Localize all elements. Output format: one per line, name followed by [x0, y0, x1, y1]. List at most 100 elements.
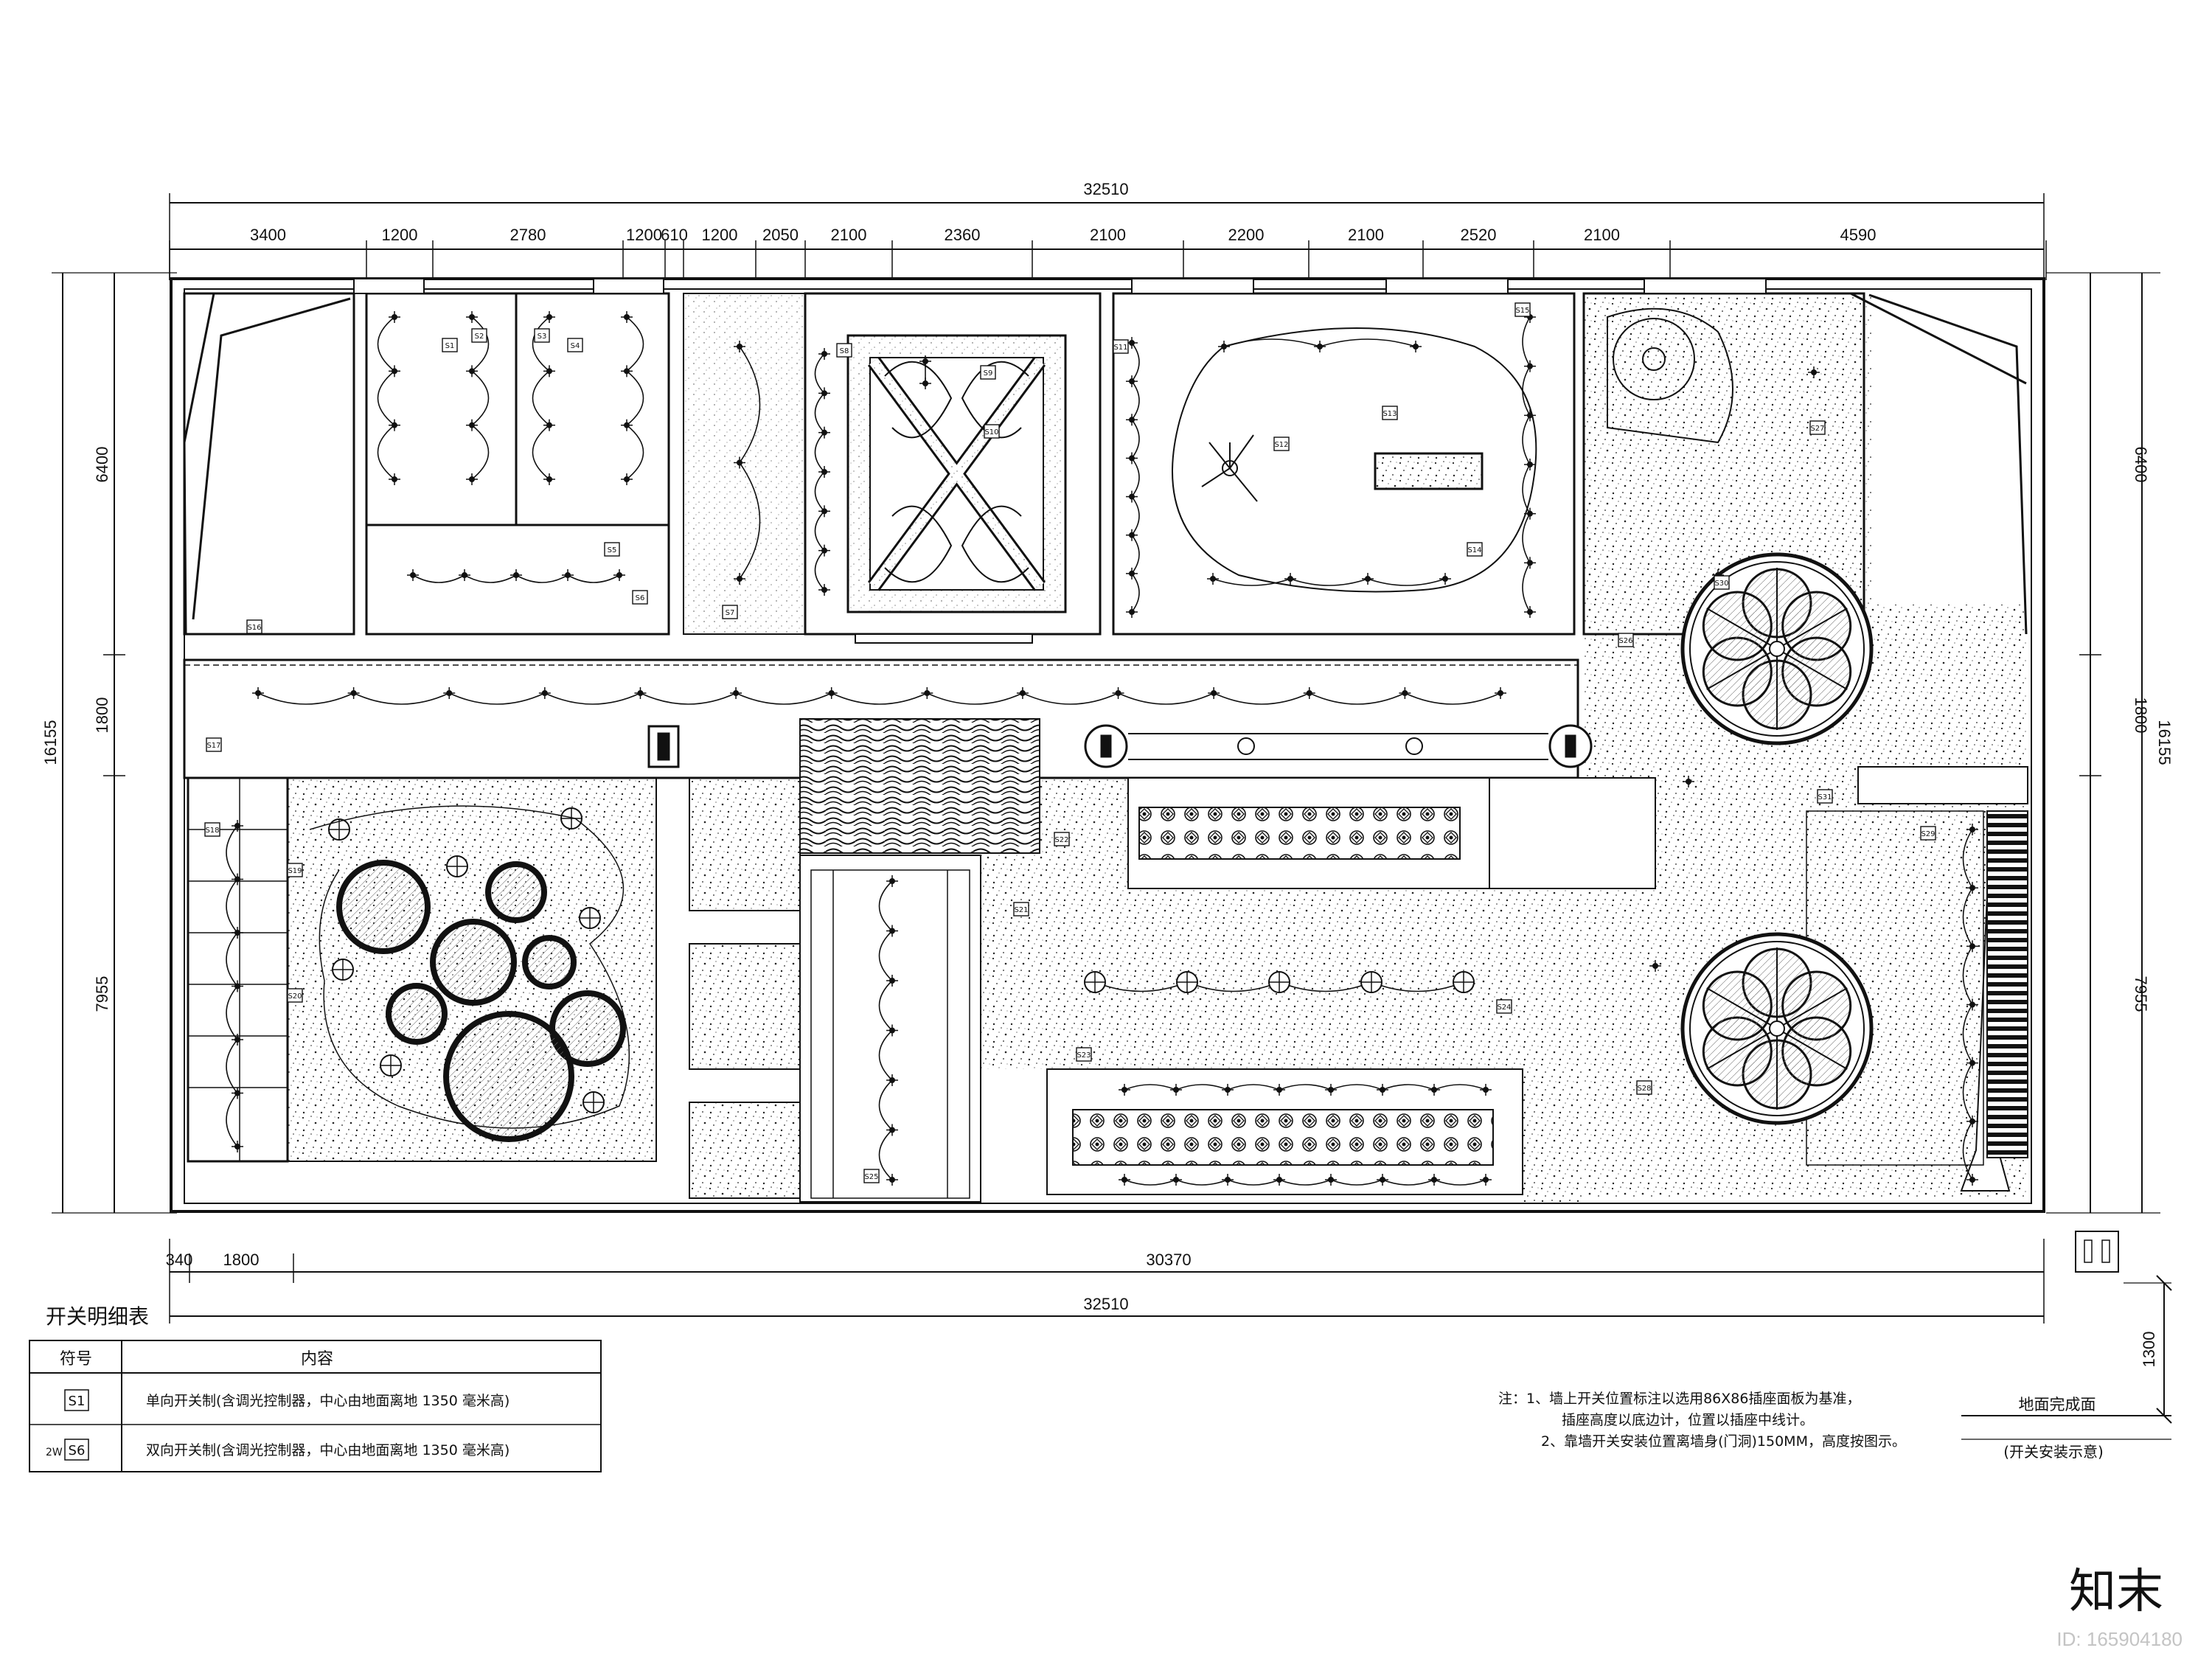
dim-bottom-2: 1800: [223, 1251, 260, 1269]
switch-tag-label: S10: [984, 428, 998, 437]
round-feature-top-right: [1607, 307, 1733, 444]
dim-top-segment: 1200: [626, 226, 662, 244]
dim-bottom-3: 30370: [1146, 1251, 1191, 1269]
switch-tag-label: S3: [538, 333, 547, 341]
switch-tag-label: S25: [864, 1173, 878, 1181]
switch-tag: S30: [1714, 575, 1730, 590]
switch-tag: S23: [1076, 1047, 1092, 1062]
bottom-dimensions: 340 1800 30370 32510: [166, 1239, 2045, 1324]
dim-left-2: 1800: [93, 698, 111, 734]
switch-tag: S2: [471, 328, 487, 343]
switch-tag: S5: [604, 542, 620, 557]
switch-tag: S19: [287, 863, 303, 877]
switch-tag-label: S15: [1515, 307, 1529, 315]
switch-tag-label: S11: [1113, 344, 1127, 352]
switch-tag-label: S7: [726, 609, 735, 617]
switch-tag: S11: [1113, 339, 1129, 354]
corridor-pillars: [647, 724, 1593, 768]
legend-row2-content: 双向开关制(含调光控制器，中心由地面离地 1350 毫米高): [146, 1442, 509, 1458]
legend-title: 开关明细表: [46, 1304, 149, 1329]
switch-tag: S27: [1809, 420, 1826, 435]
switch-tag-label: S16: [247, 624, 261, 632]
dim-top-segment: 610: [661, 226, 688, 244]
switch-tag: S24: [1496, 999, 1512, 1014]
round-ceilings: [336, 860, 626, 1142]
switch-tag-label: S19: [288, 867, 302, 875]
dim-left-3: 7955: [93, 976, 111, 1012]
switch-tag-label: S27: [1810, 425, 1824, 433]
switch-tag: S10: [984, 424, 1000, 439]
switch-tag-label: S18: [205, 827, 219, 835]
watermark-id: ID: 165904180: [2056, 1628, 2183, 1650]
switch-tag: S18: [204, 822, 220, 837]
watermark: 知末 ID: 165904180: [2056, 1565, 2183, 1650]
feature-panels: [799, 718, 2028, 1166]
flower-ceiling: [1680, 552, 1874, 745]
switch-tag: S25: [863, 1169, 880, 1183]
switch-tag: S17: [206, 737, 222, 752]
dim-top-segment: 2520: [1461, 226, 1497, 244]
dim-top-segment: 3400: [250, 226, 286, 244]
legend-row2-symbol: S6: [69, 1443, 86, 1458]
dim-top-segment: 2100: [1584, 226, 1620, 244]
dim-top-segment: 4590: [1840, 226, 1877, 244]
switch-plate-icon: [2075, 1231, 2119, 1273]
switch-install-detail: 1300 地面完成面 (开关安装示意): [1961, 1231, 2172, 1461]
switch-tag-label: S20: [288, 992, 302, 1001]
switch-tag: S15: [1514, 302, 1531, 317]
switch-tag-label: S29: [1921, 830, 1935, 838]
watermark-logo: 知末: [2069, 1565, 2163, 1619]
switch-tag: S6: [632, 590, 648, 605]
switch-tag-label: S22: [1054, 836, 1068, 844]
dim-top-segment: 2100: [1090, 226, 1126, 244]
switch-tag-label: S2: [475, 333, 484, 341]
switch-tag: S1: [442, 338, 458, 352]
switch-tag-label: S26: [1618, 637, 1632, 645]
dim-left-1: 6400: [93, 447, 111, 483]
dim-top-segment: 2100: [831, 226, 867, 244]
lighting-circuits: [226, 311, 1978, 1186]
dim-top-total: 32510: [1083, 180, 1128, 198]
dim-bottom-1: 340: [166, 1251, 193, 1269]
dim-top-segment: 1200: [702, 226, 738, 244]
floor-finish-label: 地面完成面: [2019, 1396, 2096, 1413]
switch-tag: S26: [1618, 633, 1634, 647]
switch-tag-label: S5: [608, 546, 617, 554]
switch-tag-label: S17: [206, 742, 220, 750]
switch-tag-label: S9: [984, 369, 993, 378]
top-dimension-total: 32510: [169, 180, 2045, 280]
switch-tag-label: S13: [1382, 410, 1397, 418]
legend-col-content: 内容: [301, 1350, 333, 1368]
ceiling-arcs: [884, 361, 1029, 583]
switch-tag: S4: [567, 338, 583, 352]
notes-line-2: 插座高度以底边计，位置以插座中线计。: [1562, 1412, 1814, 1428]
dim-top-segment: 2360: [945, 226, 981, 244]
right-dimensions: 6400 1800 7955 16155: [2046, 272, 2174, 1214]
dim-right-total: 16155: [2155, 720, 2174, 765]
notes: 注： 1、墙上开关位置标注以选用86X86插座面板为基准， 插座高度以底边计，位…: [1498, 1391, 1906, 1450]
dim-bottom-total: 32510: [1083, 1295, 1128, 1313]
legend-col-symbol: 符号: [60, 1350, 92, 1368]
legend-symbol-box: [64, 1389, 89, 1411]
switch-tag-label: S28: [1637, 1085, 1651, 1093]
legend-row2-prefix: 2W: [46, 1447, 63, 1458]
switch-tag: S12: [1273, 437, 1290, 451]
switch-tag-label: S23: [1077, 1051, 1091, 1060]
ceiling-cross: [867, 357, 1046, 591]
switch-tag: S16: [246, 619, 262, 634]
switch-tag-label: S14: [1467, 546, 1481, 554]
flower-ceiling: [1680, 932, 1874, 1125]
switch-tag: S9: [980, 365, 996, 380]
flower-ceilings: [1680, 552, 1874, 1125]
install-height: 1300: [2140, 1332, 2158, 1368]
switch-tag-label: S21: [1014, 906, 1028, 914]
switch-tag-label: S4: [571, 342, 580, 350]
dim-top-segment: 2100: [1348, 226, 1384, 244]
legend-row1-symbol: S1: [69, 1394, 86, 1409]
notes-line-1: 1、墙上开关位置标注以选用86X86插座面板为基准，: [1526, 1391, 1860, 1407]
switch-legend-table: 开关明细表 符号 内容 S1 单向开关制(含调光控制器，中心由地面离地 1350…: [29, 1304, 602, 1472]
switch-tag: S21: [1013, 902, 1029, 917]
